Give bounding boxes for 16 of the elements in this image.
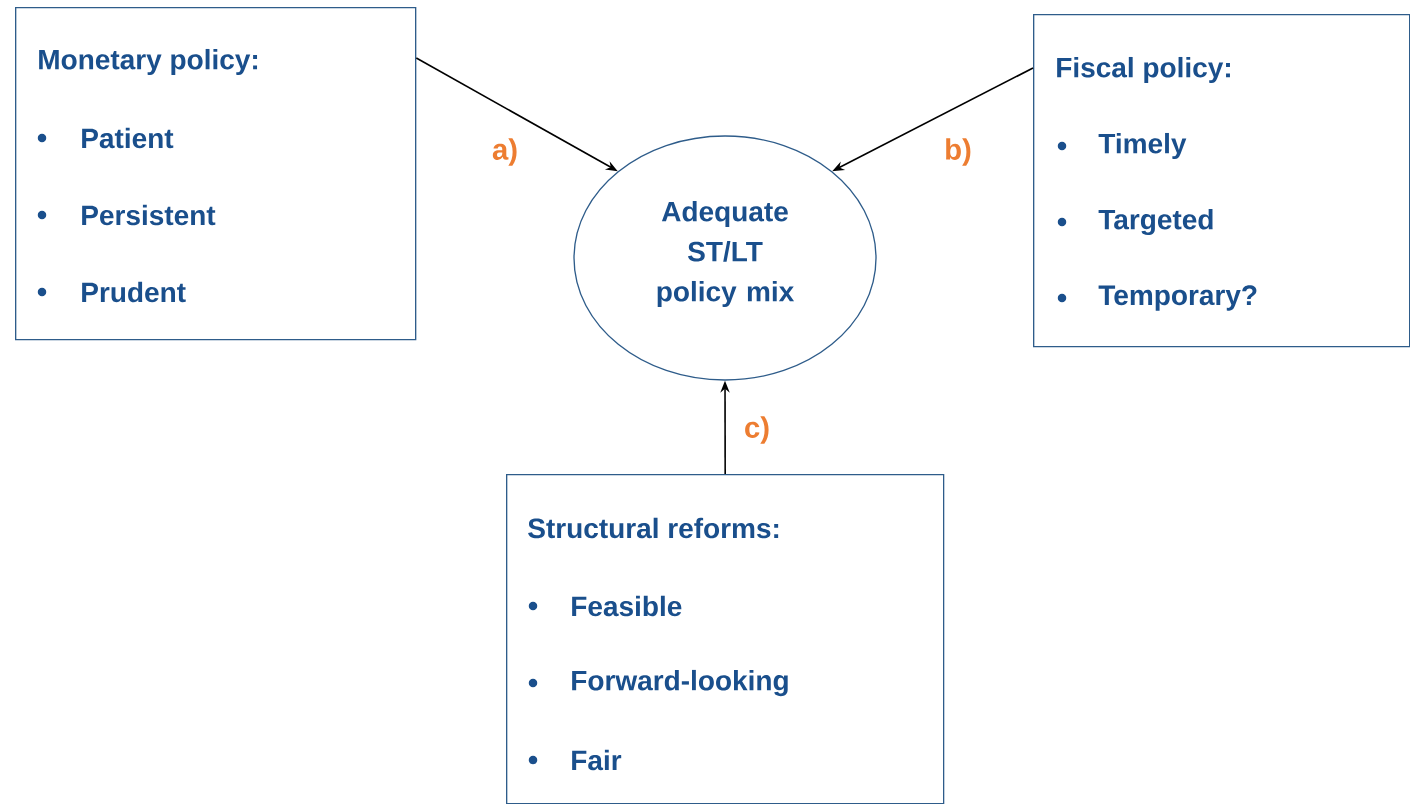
bullet-item: Fair [572, 749, 622, 771]
edge-label: c) [745, 416, 769, 444]
bullet-item: Prudent [82, 281, 186, 303]
bullet-item: Temporary? [1098, 285, 1257, 311]
bullet-item: Forward-looking [572, 669, 788, 697]
bullet-item: Persistent [82, 204, 216, 226]
bullet-item: Timely [1098, 132, 1187, 160]
ellipse-text: Adequate ST/LT policy mix [657, 200, 795, 308]
edge-label: b) [946, 138, 971, 166]
bullet-item: Targeted [1098, 208, 1213, 236]
box-heading: Structural reforms: [528, 517, 779, 539]
box-heading: Monetary policy: [39, 48, 258, 76]
edge-label: a) [492, 138, 517, 166]
bullet-item: Patient [82, 127, 174, 149]
bullet-item: Feasible [572, 595, 682, 617]
box-heading: Fiscal policy: [1057, 56, 1230, 84]
